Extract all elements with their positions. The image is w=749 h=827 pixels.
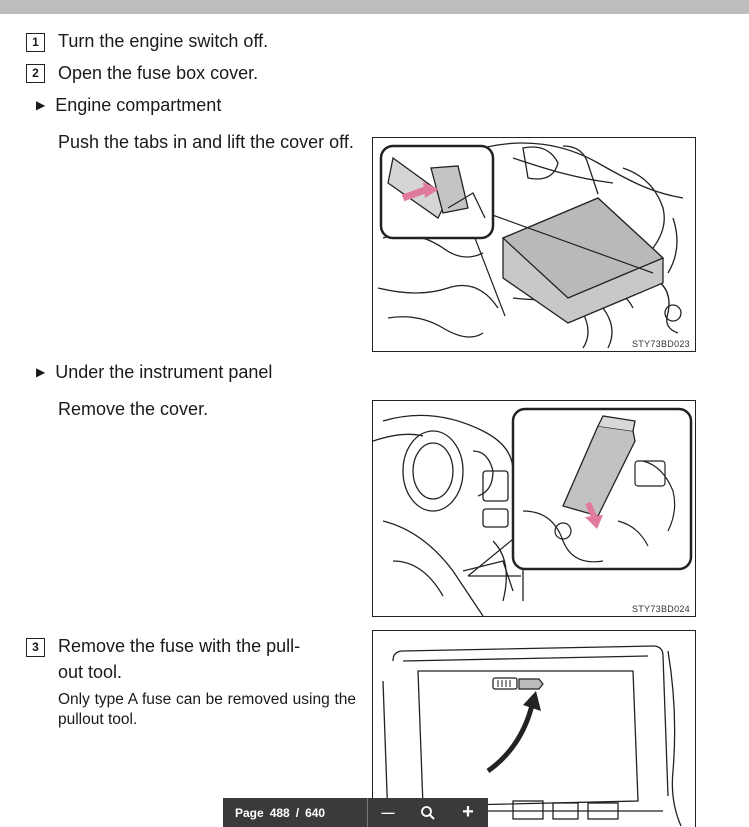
page-navigator: Page 488 / 640 — + (223, 798, 488, 827)
divider (367, 798, 368, 827)
total-pages: 640 (305, 805, 326, 820)
figure-label: STY73BD024 (631, 604, 690, 614)
figure-label: STY73BD023 (631, 339, 690, 349)
step-text-3-line-2: out tool. (58, 662, 123, 682)
engine-fuse-box-illustration (377, 142, 684, 349)
panel-instruction: Remove the cover. (58, 399, 209, 419)
page-label: Page (235, 805, 264, 820)
engine-instruction: Push the tabs in and lift the cover off. (58, 132, 354, 152)
bullet-instrument-panel: ▶ Under the instrument panel (36, 360, 272, 386)
top-bar (0, 0, 749, 14)
instrument-panel-figure: STY73BD024 (372, 400, 696, 617)
engine-fuse-box-figure: STY73BD023 (372, 137, 696, 352)
step-text-3-line-1: Remove the fuse with the pull- (58, 636, 301, 656)
zoom-button[interactable] (408, 798, 448, 827)
bullet-label: Engine compartment (55, 95, 222, 115)
step-text-2: Open the fuse box cover. (58, 63, 259, 83)
page-separator: / (295, 805, 300, 820)
triangle-right-icon: ▶ (36, 98, 46, 112)
step-text-1: Turn the engine switch off. (58, 31, 269, 51)
step-number-2: 2 (26, 64, 45, 83)
pullout-tool-note: Only type A fuse can be removed using th… (58, 691, 356, 728)
pullout-tool-illustration (382, 645, 682, 827)
bullet-label: Under the instrument panel (55, 362, 273, 382)
triangle-right-icon: ▶ (36, 365, 46, 379)
current-page: 488 (269, 805, 290, 820)
plus-icon: + (462, 801, 474, 823)
bullet-engine-compartment: ▶ Engine compartment (36, 93, 221, 119)
step-number-3: 3 (26, 638, 45, 657)
minus-icon: — (381, 805, 395, 820)
step-number-1: 1 (26, 33, 45, 52)
instrument-panel-illustration (373, 407, 693, 616)
zoom-in-button[interactable]: + (448, 798, 488, 827)
magnifier-icon (421, 805, 435, 820)
page-indicator: Page 488 / 640 (223, 806, 367, 820)
step-text-3: Remove the fuse with the pull- out tool. (58, 633, 360, 685)
pullout-tool-figure (372, 630, 696, 827)
zoom-out-button[interactable]: — (368, 798, 408, 827)
